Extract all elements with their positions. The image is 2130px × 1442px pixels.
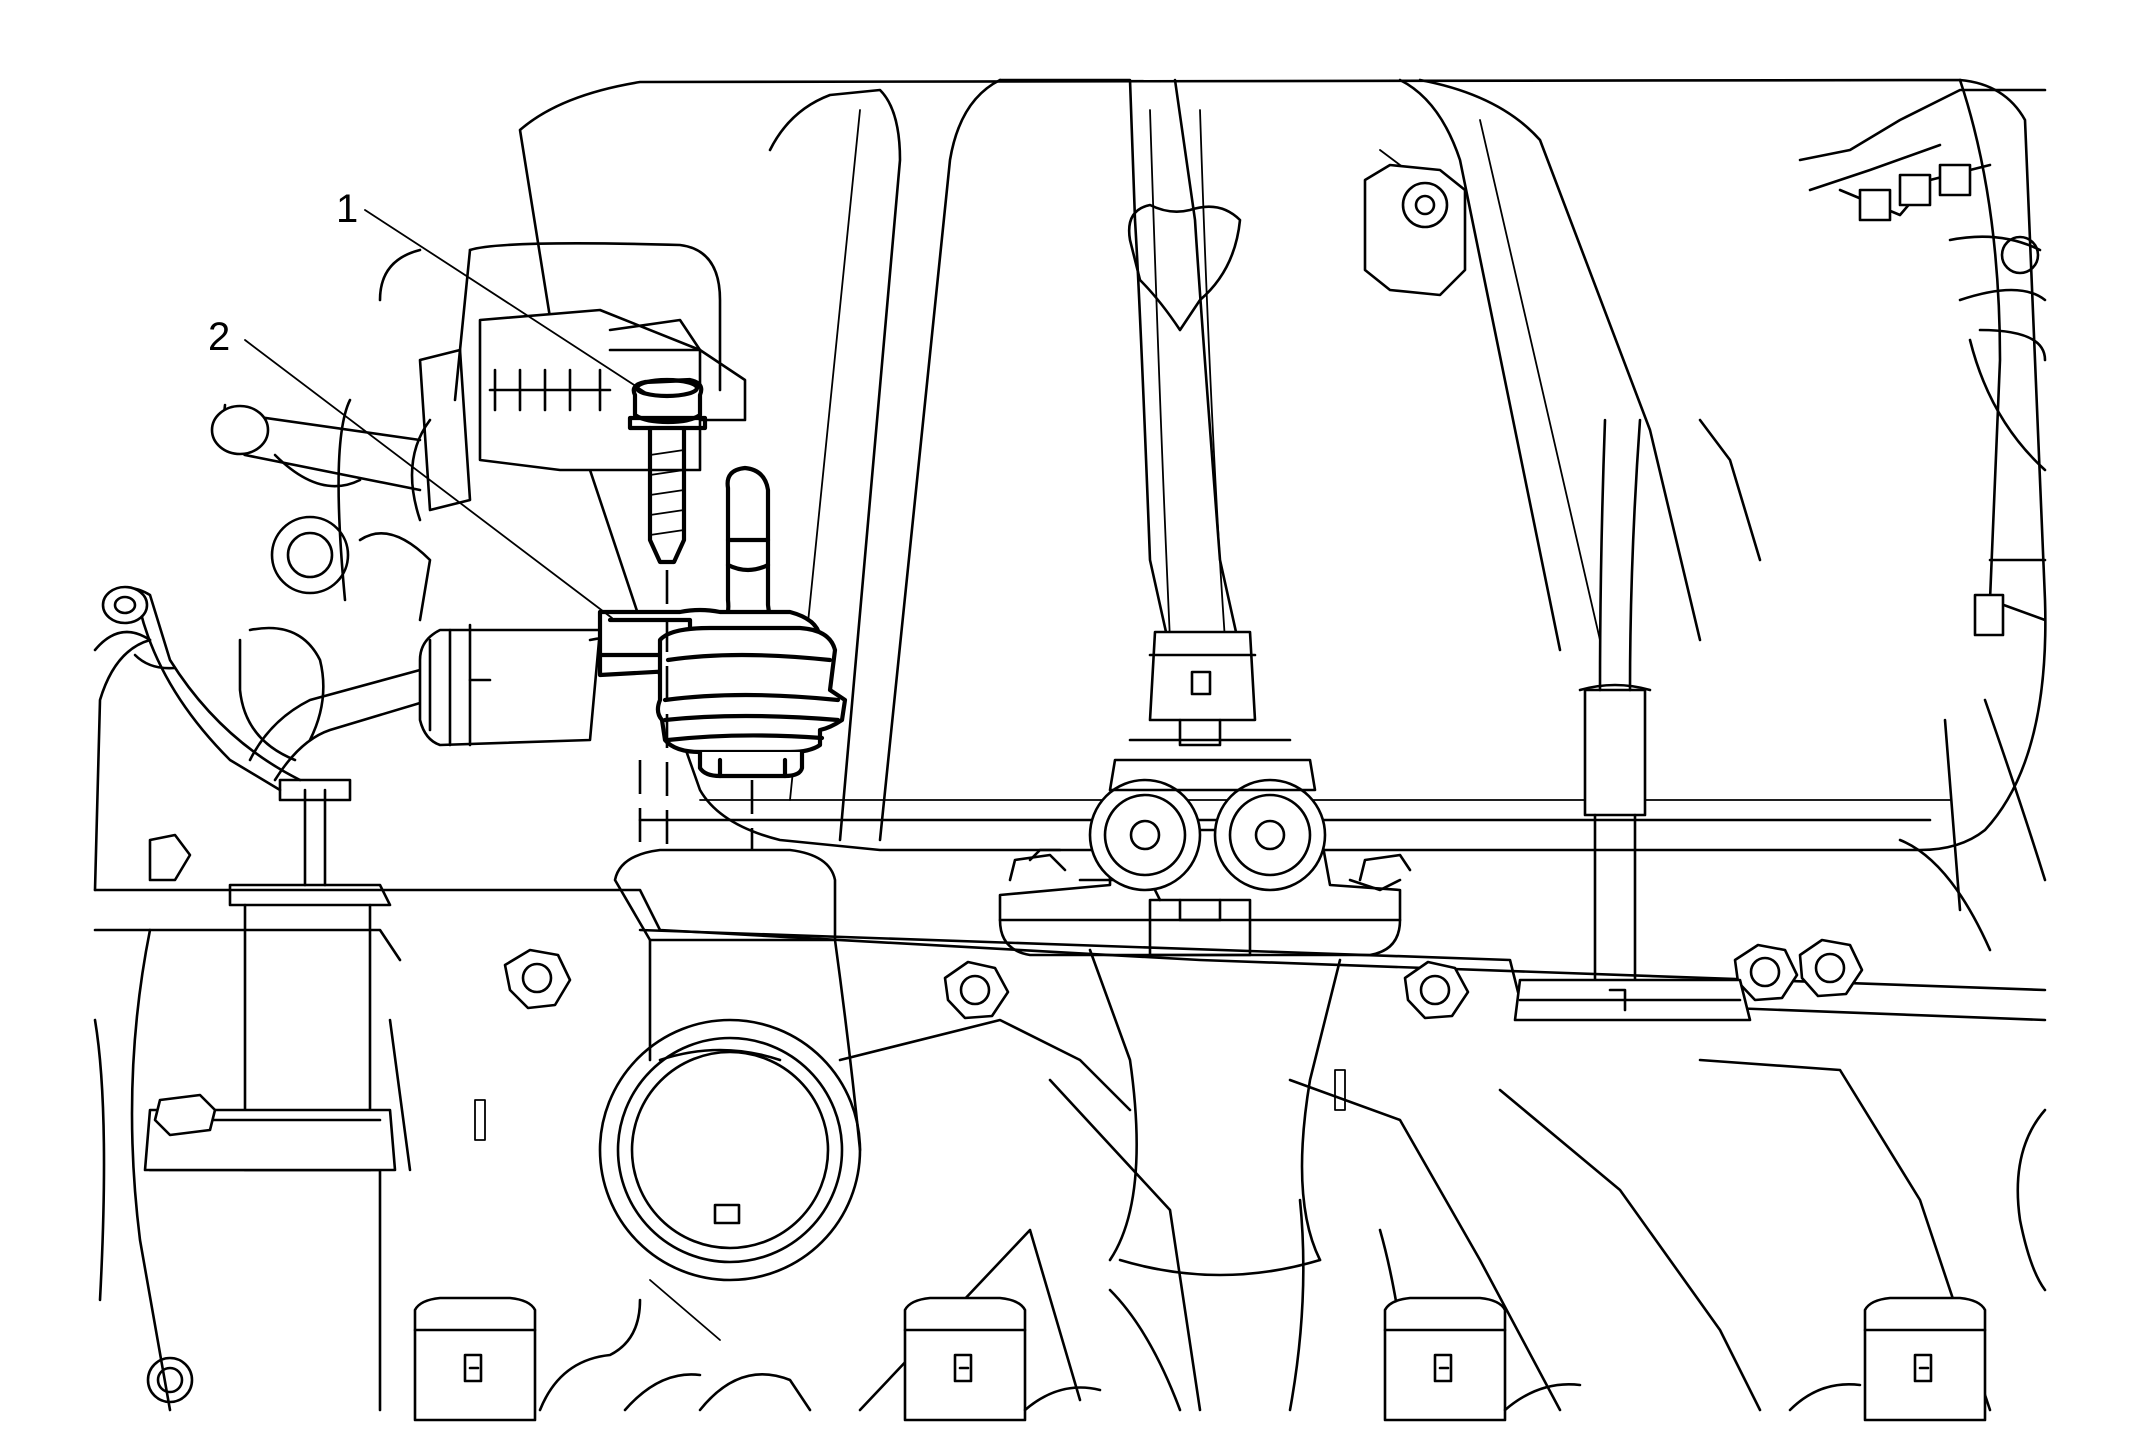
injector-connector xyxy=(903,1296,1027,1422)
injector-connector xyxy=(1383,1296,1507,1422)
flange-bolt xyxy=(1403,960,1470,1020)
center-port-bracket xyxy=(998,630,1412,957)
callout-2: 2 xyxy=(208,315,613,619)
callout-1: 1 xyxy=(336,187,649,395)
lower-intake-manifold xyxy=(93,888,2047,1412)
connector-housing xyxy=(270,242,747,747)
mount-pad-bore xyxy=(598,848,862,1341)
flange-bolt xyxy=(943,960,1010,1020)
flange-bolt xyxy=(1798,938,1864,998)
injector-connector xyxy=(413,1296,537,1422)
valve-bracket-item-2 xyxy=(597,465,848,779)
injector-connectors xyxy=(413,1296,1987,1422)
callout-1-label: 1 xyxy=(336,187,358,231)
manifold-bolts xyxy=(503,938,1864,1020)
vacuum-hoses xyxy=(93,403,432,892)
left-sensor-cylinder xyxy=(143,778,397,1172)
installation-guides xyxy=(638,570,754,850)
flange-bolt xyxy=(503,948,572,1010)
bolt-item-1 xyxy=(627,377,708,565)
callout-2-label: 2 xyxy=(208,315,230,359)
throttle-body-assembly xyxy=(1798,88,2047,952)
injector-connector xyxy=(1863,1296,1987,1422)
pcv-tube xyxy=(1513,418,1752,1022)
flange-bolt xyxy=(1733,943,1799,1002)
